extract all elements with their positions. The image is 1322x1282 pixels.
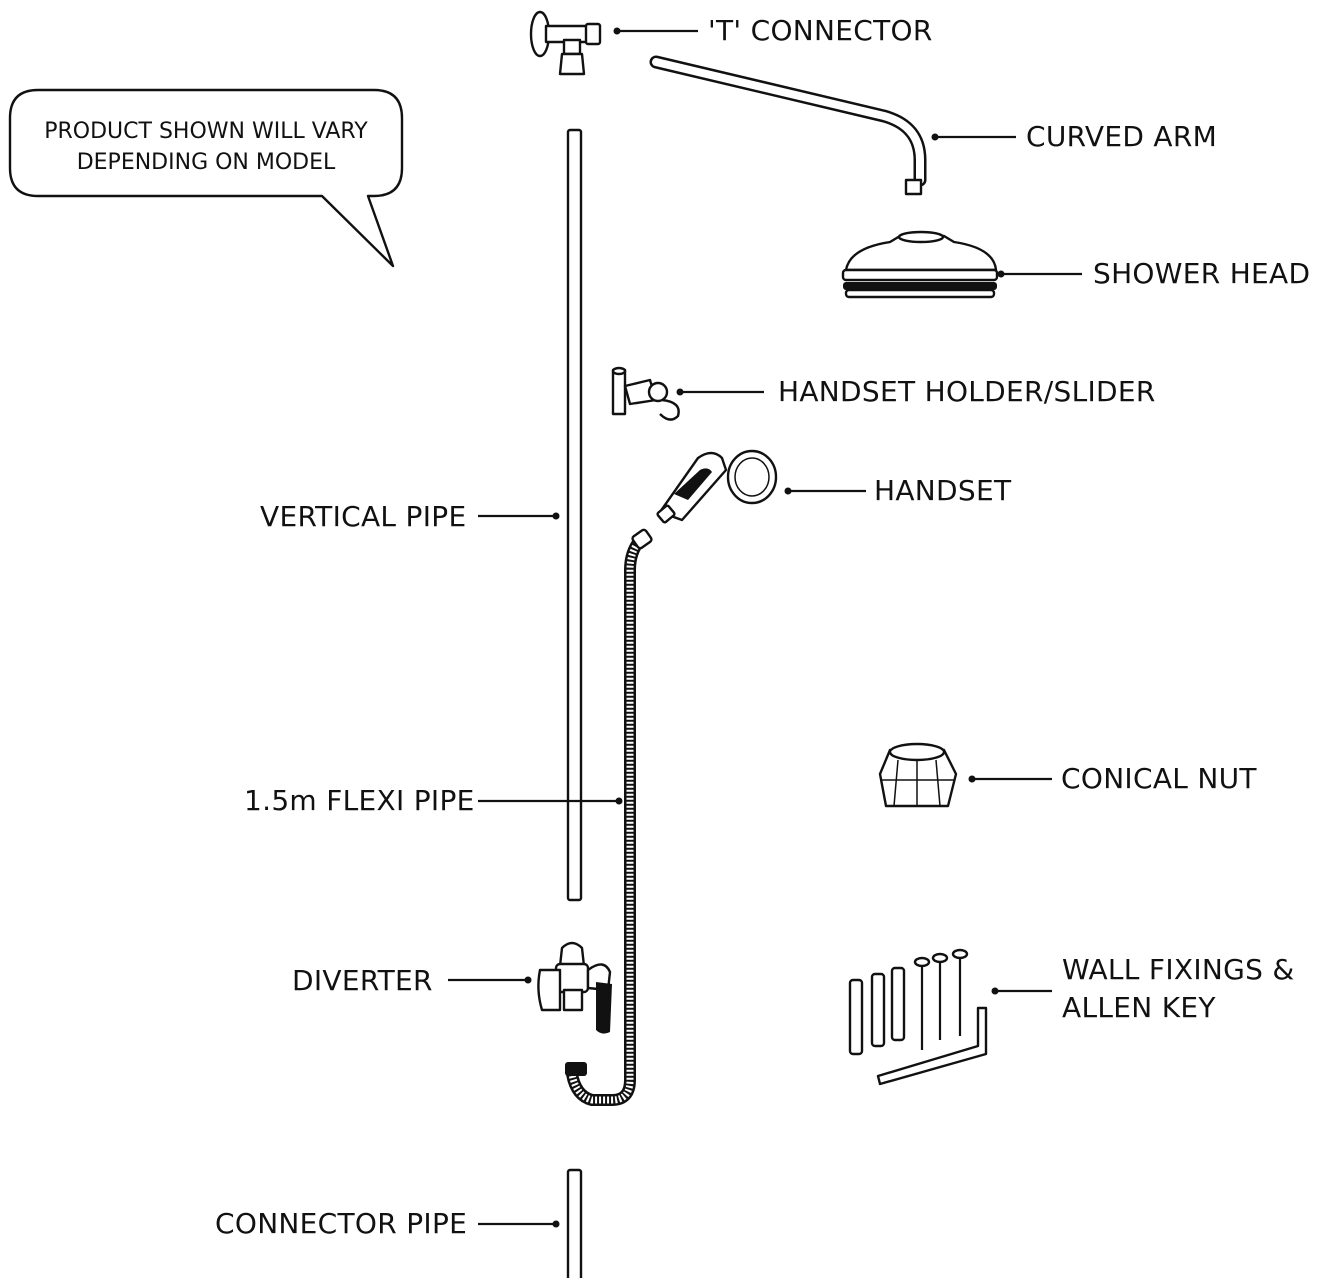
flexi-pipe-part <box>565 528 653 1106</box>
note-line-1: PRODUCT SHOWN WILL VARY <box>44 119 368 144</box>
note-line-2: DEPENDING ON MODEL <box>76 150 336 175</box>
curved-arm-part <box>649 55 927 196</box>
conical-nut-part <box>878 742 958 808</box>
label-handset-holder: HANDSET HOLDER/SLIDER <box>778 375 1156 408</box>
vertical-pipe-part <box>566 128 583 902</box>
diverter-part <box>537 941 612 1034</box>
shower-head-part <box>841 230 999 299</box>
connector-pipe-part <box>566 1168 583 1282</box>
wall-fixings-part <box>848 948 988 1086</box>
label-flexi-pipe: 1.5m FLEXI PIPE <box>244 784 475 817</box>
label-curved-arm: CURVED ARM <box>1026 120 1218 153</box>
label-wall-fixings-2: ALLEN KEY <box>1062 991 1216 1024</box>
label-connector-pipe: CONNECTOR PIPE <box>215 1207 468 1240</box>
handset-holder-part <box>611 366 680 421</box>
label-wall-fixings-1: WALL FIXINGS & <box>1062 953 1295 986</box>
handset-part <box>656 449 778 524</box>
label-handset: HANDSET <box>874 474 1012 507</box>
label-t-connector: 'T' CONNECTOR <box>708 14 933 47</box>
label-shower-head: SHOWER HEAD <box>1093 257 1311 290</box>
t-connector-part <box>529 10 602 76</box>
label-vertical-pipe: VERTICAL PIPE <box>260 500 467 533</box>
speech-bubble <box>8 88 404 268</box>
model-variance-note: PRODUCT SHOWN WILL VARY DEPENDING ON MOD… <box>18 116 394 178</box>
label-diverter: DIVERTER <box>292 964 433 997</box>
label-conical-nut: CONICAL NUT <box>1061 762 1257 795</box>
